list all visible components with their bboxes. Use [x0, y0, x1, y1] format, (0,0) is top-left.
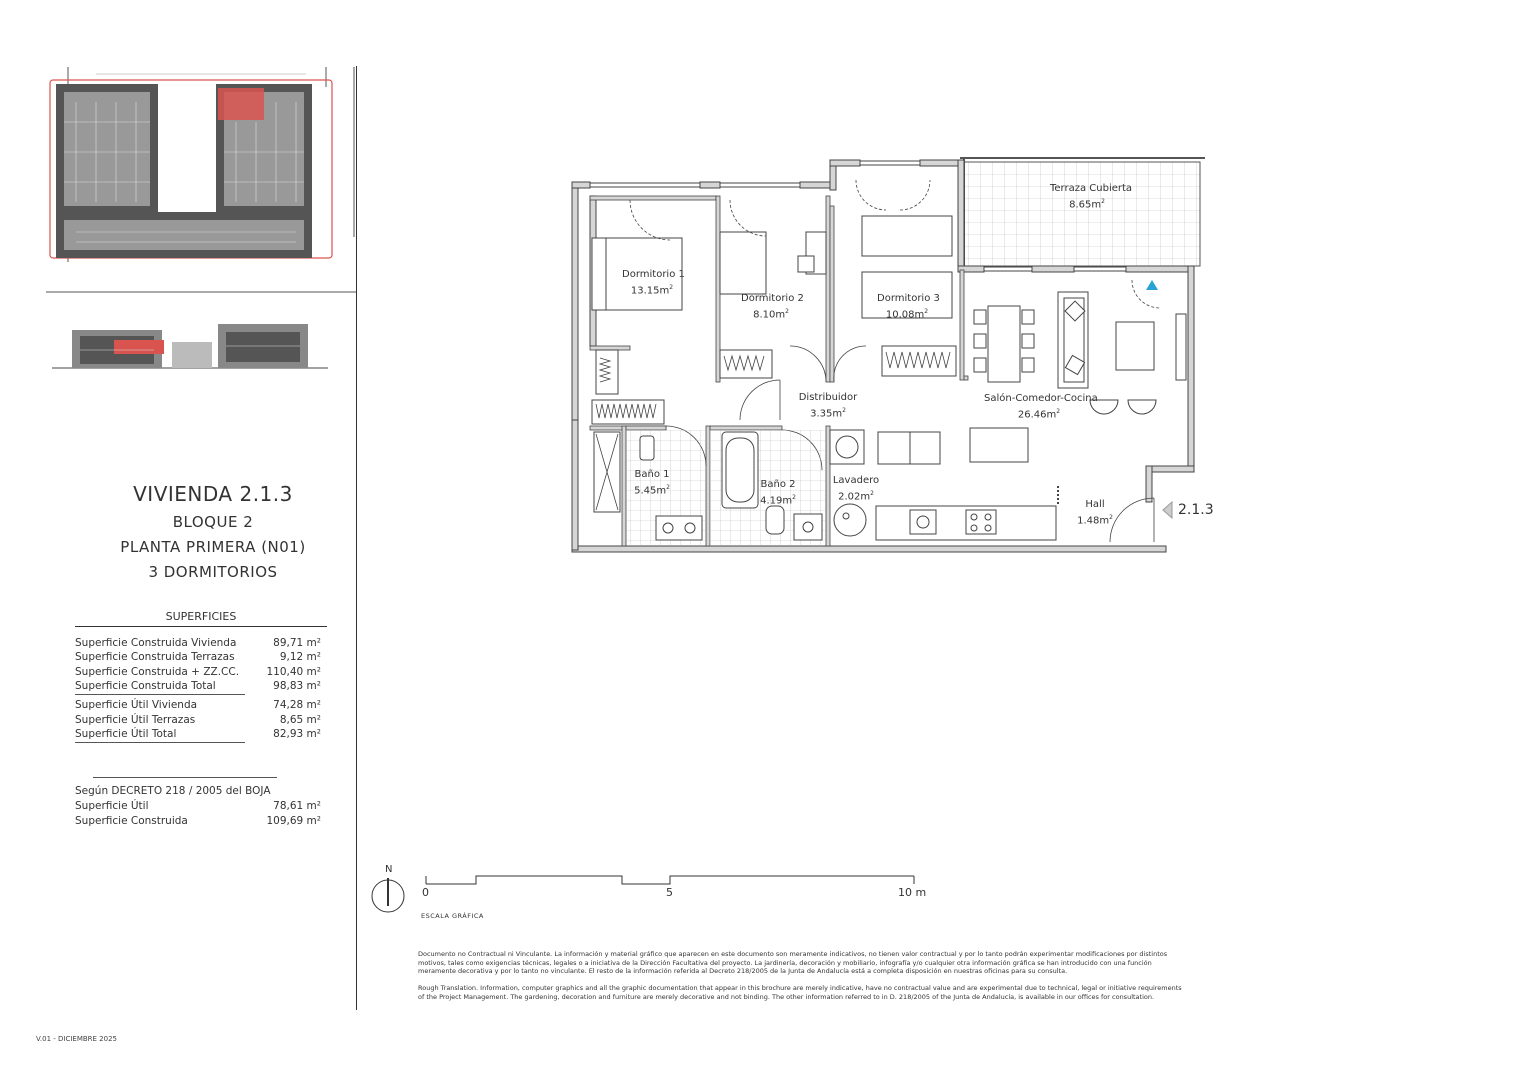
area-exponent: 2 [1109, 514, 1113, 521]
scale-caption: ESCALA GRÁFICA [421, 912, 484, 920]
north-arrow-icon [371, 878, 405, 913]
elevation-drawing [52, 324, 328, 369]
surface-label: Superficie Construida [75, 815, 188, 827]
surface-value: 110,40 m² [266, 666, 321, 678]
surface-row: Superficie Útil Terrazas 8,65 m² [75, 714, 321, 726]
surface-row: Superficie Útil Vivienda 74,28 m² [75, 699, 321, 711]
decree-rule [93, 777, 277, 778]
surface-value: 109,69 m² [266, 815, 321, 827]
area-exponent: 2 [1101, 198, 1105, 205]
room-area: 5.45m [634, 485, 667, 497]
scale-tick-0: 0 [422, 886, 429, 899]
surface-row: Superficie Construida 109,69 m² [75, 815, 321, 827]
bedrooms-label: 3 DORMITORIOS [148, 563, 278, 581]
surface-row: Superficie Construida Total 98,83 m² [75, 680, 321, 692]
area-exponent: 2 [666, 484, 670, 491]
panel-divider [356, 66, 357, 1010]
room-name: Hall [1085, 499, 1105, 510]
area-exponent: 2 [842, 407, 846, 414]
surface-value: 98,83 m² [273, 680, 321, 692]
room-name: Dormitorio 1 [622, 269, 685, 280]
room-area: 2.02m [838, 491, 871, 503]
block-label: BLOQUE 2 [172, 513, 254, 531]
room-area: 26.46m [1017, 409, 1057, 421]
area-exponent: 2 [785, 308, 789, 315]
unit-code-label: 2.1.3 [1178, 502, 1214, 518]
disclaimer-english: Rough Translation. Information, computer… [418, 984, 1182, 1001]
north-label: N [385, 864, 393, 875]
room-label-dormitorio-3: Dormitorio 3 10.08m2 [877, 292, 940, 321]
surface-row: Superficie Construida + ZZ.CC. 110,40 m² [75, 666, 321, 678]
surface-label: Superficie Construida + ZZ.CC. [75, 666, 240, 678]
room-label-terraza: Terraza Cubierta 8.65m2 [1050, 182, 1133, 211]
room-name: Baño 1 [634, 469, 670, 480]
surface-label: Superficie Útil Total [75, 728, 177, 740]
site-plan [46, 67, 356, 293]
surface-value: 78,61 m² [273, 800, 321, 812]
room-label-salon: Salón-Comedor-Cocina 26.46m2 [984, 392, 1098, 421]
room-name: Lavadero [832, 475, 880, 486]
room-name: Distribuidor [798, 392, 858, 403]
room-area: 8.65m [1069, 199, 1102, 211]
room-label-lavadero: Lavadero 2.02m2 [830, 474, 882, 503]
section-rule [75, 694, 245, 695]
area-exponent: 2 [1056, 408, 1061, 415]
surface-label: Superficie Construida Terrazas [75, 651, 235, 663]
area-exponent: 2 [792, 494, 796, 501]
surface-label: Superficie Útil [75, 800, 149, 812]
room-area: 10.08m [885, 309, 925, 321]
surfaces-heading: SUPERFICIES [165, 610, 237, 623]
room-name: Terraza Cubierta [1050, 183, 1133, 194]
surface-value: 82,93 m² [273, 728, 321, 740]
surface-row: Superficie Construida Terrazas 9,12 m² [75, 651, 321, 663]
surface-value: 8,65 m² [279, 714, 321, 726]
room-area: 3.35m [810, 408, 843, 420]
room-area: 1.48m [1077, 515, 1110, 527]
floor-plan [571, 157, 1205, 553]
surface-label: Superficie Construida Vivienda [75, 637, 237, 649]
area-exponent: 2 [870, 490, 874, 497]
surface-label: Superficie Útil Terrazas [75, 714, 196, 726]
surface-label: Superficie Útil Vivienda [75, 699, 198, 711]
area-exponent: 2 [669, 284, 674, 291]
disclaimer-spanish: Documento no Contractual ni Vinculante. … [418, 950, 1168, 975]
room-name: Baño 2 [760, 479, 796, 490]
room-area: 13.15m [630, 285, 670, 297]
surface-row: Superficie Construida Vivienda 89,71 m² [75, 637, 321, 649]
surface-row: Superficie Útil 78,61 m² [75, 800, 321, 812]
room-label-hall: Hall 1.48m2 [1072, 498, 1118, 527]
decree-title: Según DECRETO 218 / 2005 del BOJA [75, 785, 271, 797]
room-label-distribuidor: Distribuidor 3.35m2 [798, 391, 858, 420]
room-name: Salón-Comedor-Cocina [984, 393, 1098, 404]
room-label-bano-2: Baño 2 4.19m2 [752, 478, 804, 507]
surface-value: 89,71 m² [273, 637, 321, 649]
surface-label: Superficie Construida Total [75, 680, 216, 692]
room-name: Dormitorio 2 [741, 293, 804, 304]
floor-label: PLANTA PRIMERA (N01) [120, 538, 306, 556]
room-label-dormitorio-2: Dormitorio 2 8.10m2 [741, 292, 804, 321]
area-exponent: 2 [924, 308, 929, 315]
version-label: V.01 - DICIEMBRE 2025 [36, 1035, 117, 1043]
surface-value: 9,12 m² [279, 651, 321, 663]
room-label-bano-1: Baño 1 5.45m2 [626, 468, 678, 497]
surfaces-heading-rule [75, 626, 327, 627]
room-area: 8.10m [753, 309, 786, 321]
scale-tick-10: 10 m [898, 886, 927, 899]
scale-bar [425, 875, 915, 885]
surface-row: Superficie Útil Total 82,93 m² [75, 728, 321, 740]
surface-value: 74,28 m² [273, 699, 321, 711]
unit-title: VIVIENDA 2.1.3 [133, 482, 293, 506]
room-name: Dormitorio 3 [877, 293, 940, 304]
room-area: 4.19m [760, 495, 793, 507]
scale-tick-5: 5 [666, 886, 673, 899]
section-rule [75, 742, 245, 743]
room-label-dormitorio-1: Dormitorio 1 13.15m2 [622, 268, 685, 297]
